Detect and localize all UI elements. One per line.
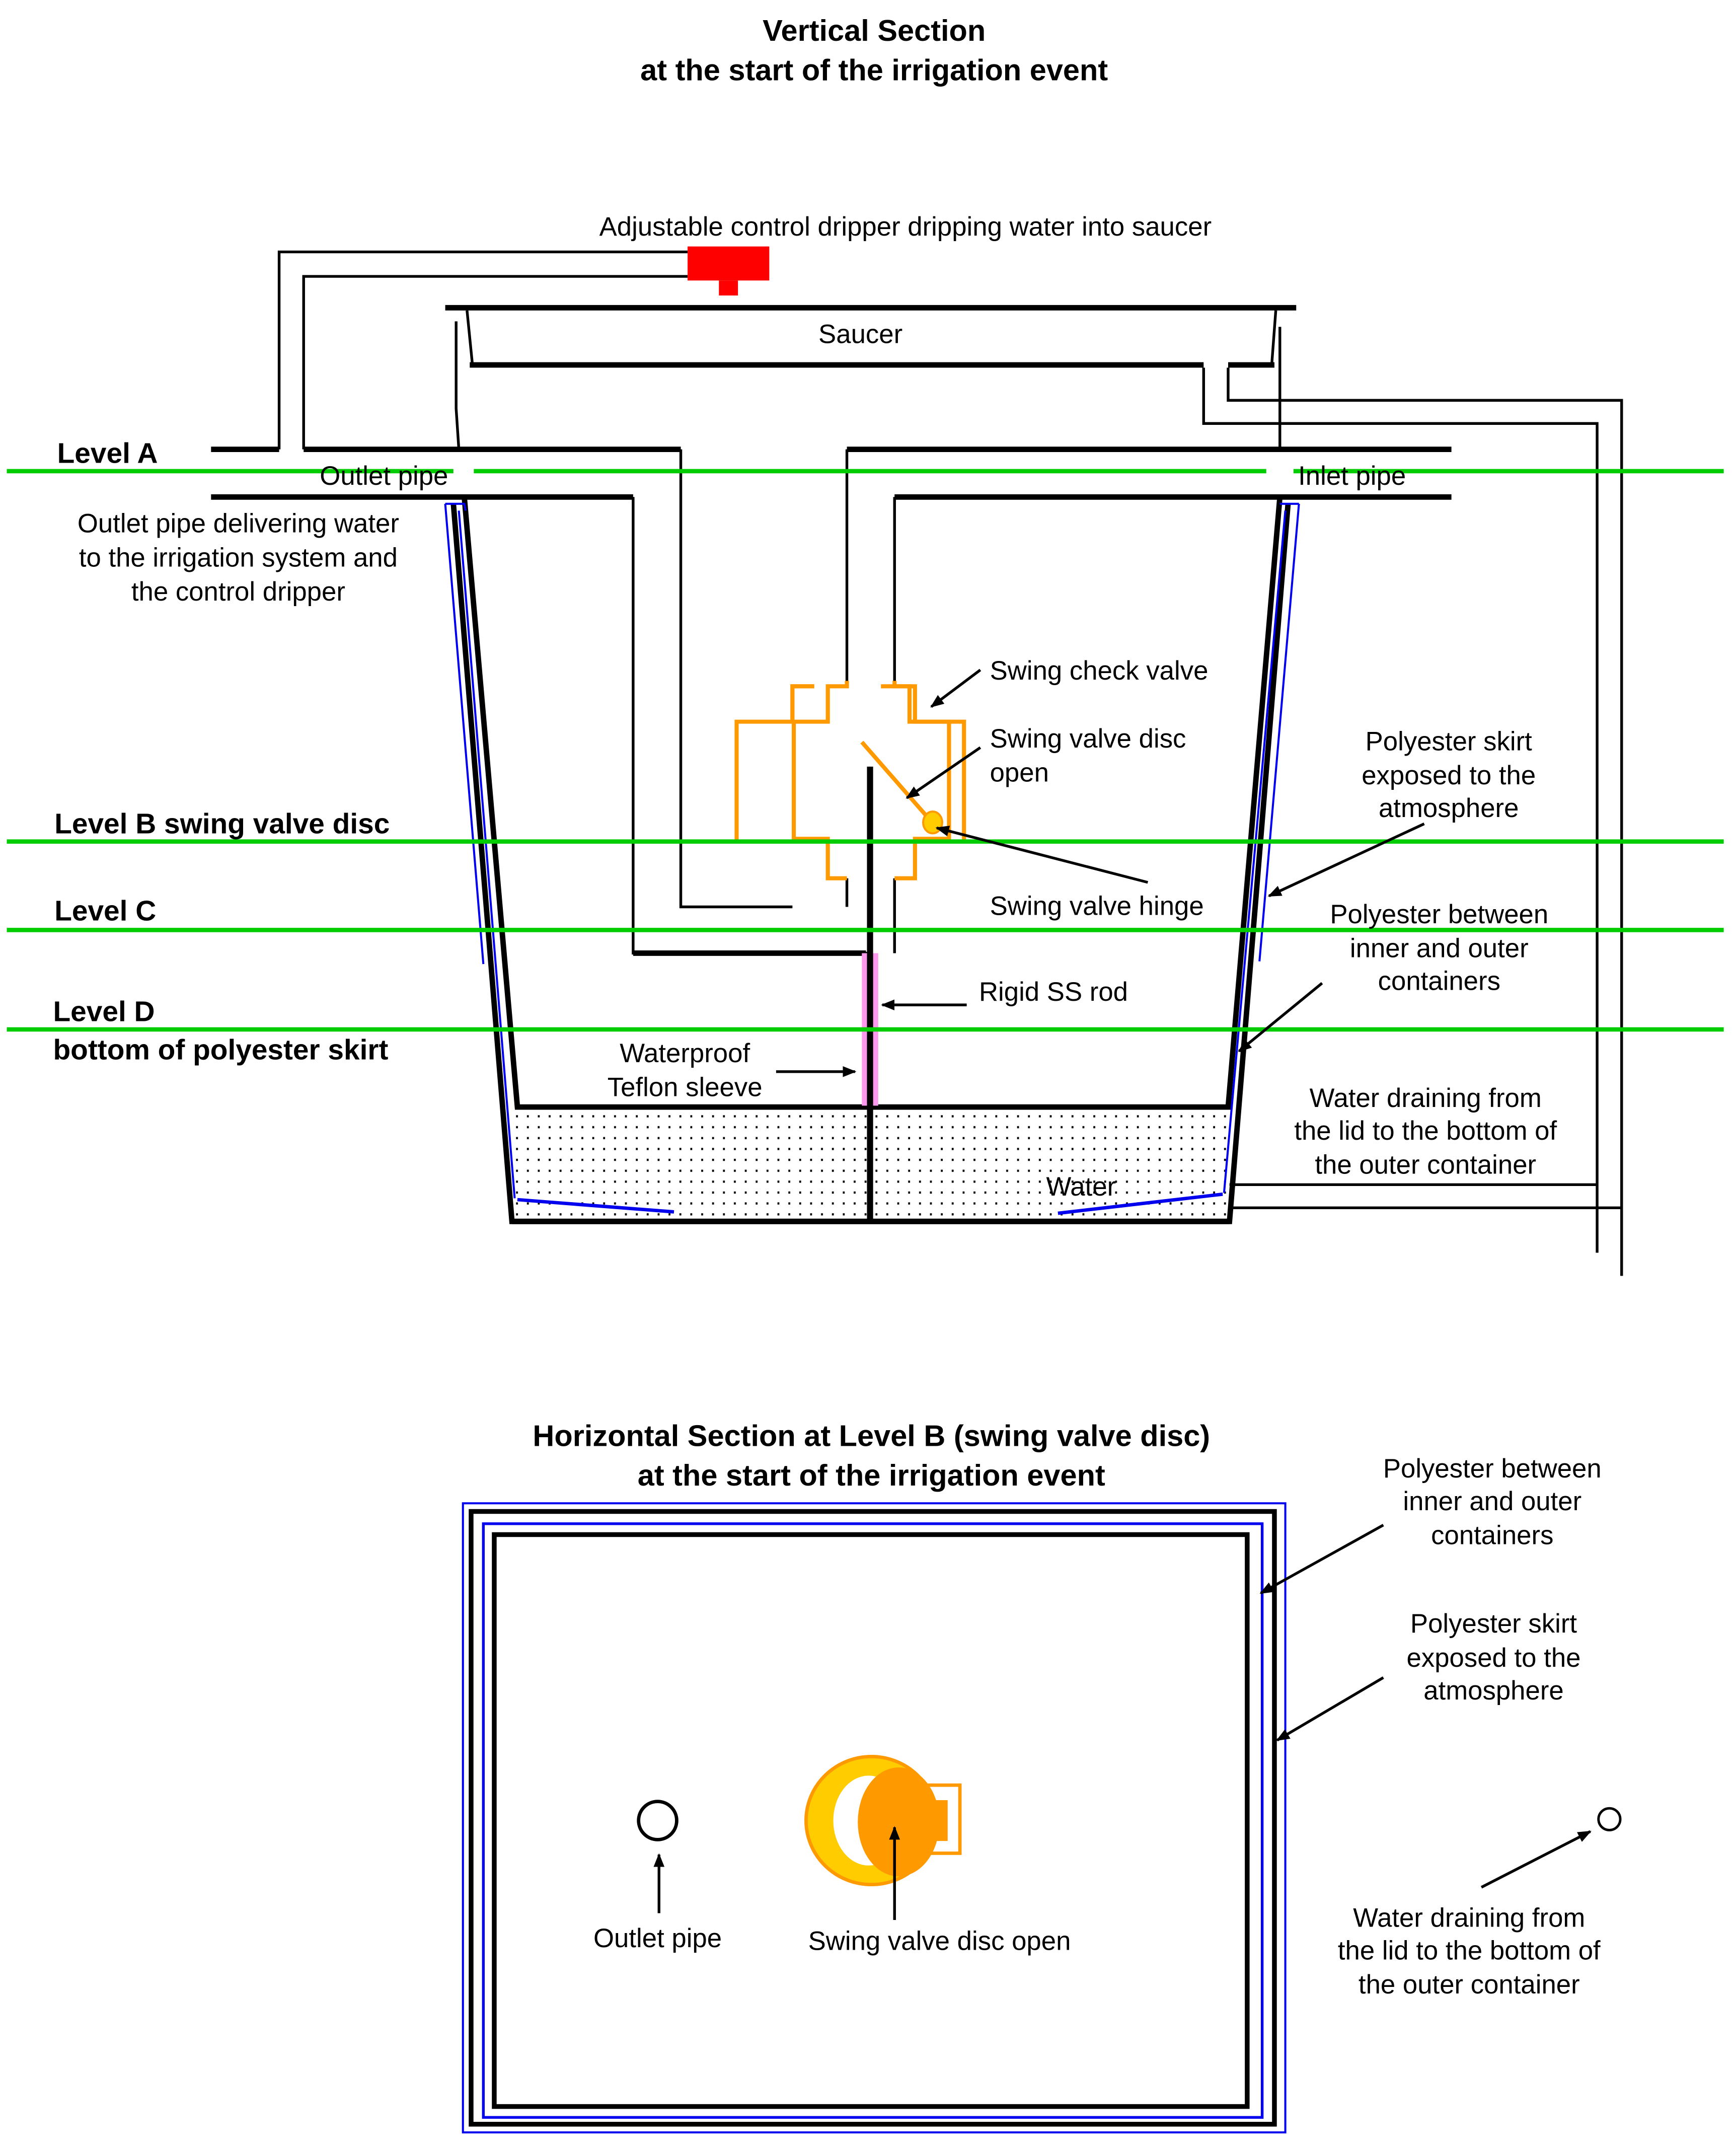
disc-open-label-line1: Swing valve disc	[990, 724, 1186, 754]
outlet-pipe-inner	[679, 449, 793, 909]
water-label: Water	[1046, 1172, 1116, 1202]
skirt-annotation: Polyester skirt exposed to the atmospher…	[1267, 726, 1536, 898]
svg-text:the control dripper: the control dripper	[131, 577, 345, 607]
between-annotation: Polyester between inner and outer contai…	[1238, 900, 1548, 1053]
outlet-description: Outlet pipe delivering water to the irri…	[78, 509, 399, 607]
saucer-label: Saucer	[818, 320, 902, 349]
svg-text:Polyester skirt: Polyester skirt	[1410, 1609, 1577, 1639]
horizontal-section-title-line1: Horizontal Section at Level B (swing val…	[533, 1419, 1210, 1453]
svg-text:Water draining from: Water draining from	[1353, 1903, 1585, 1933]
rod-annotation: Rigid SS rod	[881, 977, 1128, 1011]
swing-valve-disc-plan	[804, 1755, 962, 1887]
saucer: Saucer	[445, 305, 1297, 450]
svg-text:atmosphere: atmosphere	[1423, 1676, 1563, 1706]
level-a-label: Level A	[57, 438, 158, 470]
outlet-pipe-outer	[632, 497, 872, 955]
svg-text:Polyester between: Polyester between	[1330, 900, 1548, 929]
outlet-pipe-circle	[637, 1800, 678, 1841]
skirt-arrow	[1267, 823, 1425, 898]
inner-container-outline	[492, 1532, 1250, 2109]
sleeve-annotation: Waterproof Teflon sleeve	[608, 1039, 857, 1102]
svg-text:the outer container: the outer container	[1358, 1970, 1580, 2000]
svg-text:atmosphere: atmosphere	[1379, 793, 1519, 823]
swing-valve-disc	[860, 741, 930, 820]
outer-container-outline	[469, 1509, 1277, 2127]
polyester-skirt-left	[444, 502, 674, 1214]
vertical-section-title-line1: Vertical Section	[763, 14, 986, 47]
drain-arrow-h	[1480, 1830, 1592, 1889]
dripper-label: Adjustable control dripper dripping wate…	[599, 212, 1212, 242]
svg-text:the lid to the bottom of: the lid to the bottom of	[1338, 1936, 1601, 1965]
skirt-arrow-h	[1276, 1676, 1384, 1742]
svg-text:containers: containers	[1431, 1520, 1553, 1550]
swing-check-valve-arrow	[930, 669, 982, 708]
svg-text:Teflon sleeve: Teflon sleeve	[608, 1072, 763, 1102]
disc-open-label-h: Swing valve disc open	[808, 1926, 1071, 1956]
swing-check-valve-body	[790, 681, 951, 880]
svg-text:Polyester skirt: Polyester skirt	[1366, 726, 1532, 756]
outlet-pipe-label: Outlet pipe	[320, 461, 448, 491]
inlet-pipe-label: Inlet pipe	[1298, 461, 1406, 491]
between-arrow	[1238, 982, 1323, 1053]
level-lines	[7, 469, 1724, 1032]
svg-text:containers: containers	[1378, 966, 1500, 996]
svg-text:Polyester between: Polyester between	[1383, 1454, 1602, 1484]
swing-check-valve-label: Swing check valve	[990, 656, 1209, 686]
drain-annotation: Water draining from the lid to the botto…	[1294, 1083, 1557, 1180]
svg-text:the lid to the bottom of: the lid to the bottom of	[1294, 1116, 1557, 1146]
swing-valve-hinge	[922, 810, 943, 835]
hinge-arrow	[935, 826, 1149, 884]
svg-text:the outer container: the outer container	[1315, 1150, 1536, 1180]
horizontal-section-title-line2: at the start of the irrigation event	[638, 1458, 1105, 1492]
outlet-pipe-label-h: Outlet pipe	[593, 1923, 722, 1953]
vertical-section: Vertical Section at the start of the irr…	[7, 14, 1724, 1276]
level-d-label: Level D	[53, 996, 155, 1028]
level-c-label: Level C	[54, 896, 156, 927]
svg-text:to the irrigation system and: to the irrigation system and	[79, 543, 398, 572]
control-dripper	[688, 246, 770, 295]
skirt-annotation-h: Polyester skirt exposed to the atmospher…	[1276, 1609, 1581, 1742]
horizontal-section: Horizontal Section at Level B (swing val…	[462, 1419, 1622, 2133]
svg-text:Outlet pipe delivering water: Outlet pipe delivering water	[78, 509, 399, 539]
vertical-section-title-line2: at the start of the irrigation event	[640, 53, 1108, 87]
polyester-skirt-outline	[462, 1502, 1287, 2133]
level-d-sublabel: bottom of polyester skirt	[53, 1034, 388, 1066]
svg-text:inner and outer: inner and outer	[1350, 934, 1529, 964]
svg-text:inner and outer: inner and outer	[1403, 1487, 1581, 1516]
between-annotation-h: Polyester between inner and outer contai…	[1259, 1454, 1602, 1595]
polyester-between-outline	[482, 1522, 1264, 2119]
disc-open-label-line2: open	[990, 758, 1049, 788]
between-arrow-h	[1259, 1524, 1384, 1595]
disc-open-arrow	[905, 746, 982, 799]
drain-annotation-h: Water draining from the lid to the botto…	[1338, 1807, 1622, 2000]
svg-text:Water draining from: Water draining from	[1310, 1083, 1542, 1113]
polyester-skirt-right	[1058, 502, 1300, 1215]
dripper-feed-pipe	[277, 250, 688, 450]
hinge-label: Swing valve hinge	[990, 892, 1204, 921]
svg-text:exposed to the: exposed to the	[1407, 1643, 1581, 1673]
svg-text:Rigid SS rod: Rigid SS rod	[979, 977, 1128, 1007]
drain-pipe-circle	[1597, 1807, 1622, 1831]
level-b-label: Level B swing valve disc	[54, 808, 390, 840]
svg-text:exposed to the: exposed to the	[1362, 761, 1536, 790]
svg-text:Waterproof: Waterproof	[620, 1039, 750, 1068]
